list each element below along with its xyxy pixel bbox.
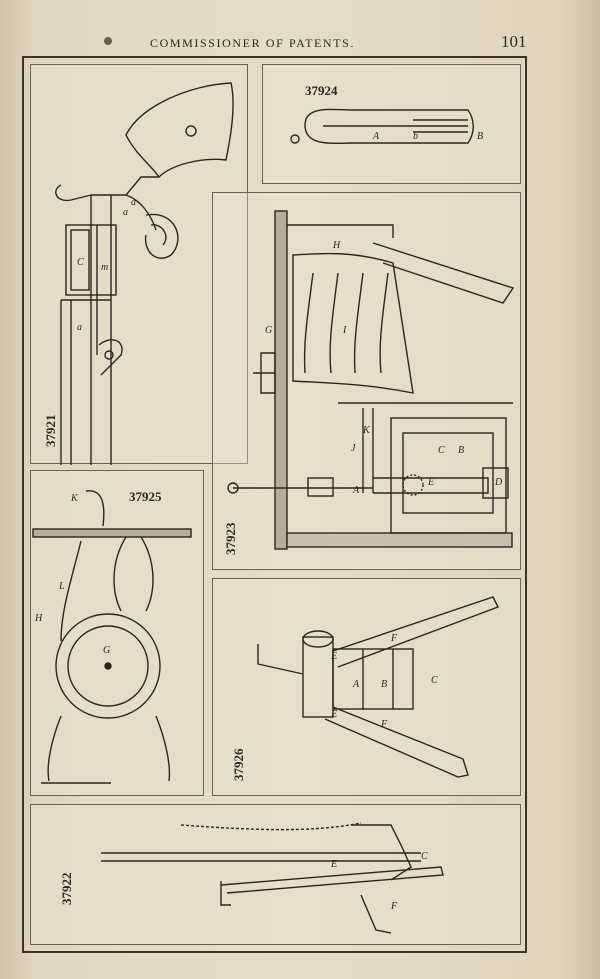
fig-37924-label: B	[477, 131, 483, 142]
clamp-drawing: E F A B C E F	[257, 596, 499, 778]
figure-37926: E F A B C E F 37926	[212, 578, 521, 796]
running-head: COMMISSIONER OF PATENTS. 101	[0, 30, 600, 56]
fig-37923-label: A	[352, 485, 360, 496]
fig-37923-label: E	[427, 477, 434, 488]
figure-37924: A b B 37924	[262, 64, 521, 184]
fig-37923-label: D	[494, 477, 503, 488]
fig-37921-label: a	[77, 322, 82, 333]
fig-37924-label: A	[372, 131, 380, 142]
figure-number: 37921	[43, 414, 58, 448]
fig-37925-label: H	[34, 613, 43, 624]
engraving-plate: a a C m a 37921 A b	[22, 56, 527, 953]
fig-37926-label: E	[330, 709, 337, 720]
tube-drawing: A b B	[290, 108, 483, 144]
figure-number: 37924	[305, 83, 338, 98]
fig-37922-label: E	[330, 859, 337, 870]
fig-37926-label: A	[352, 679, 360, 690]
page-number: 101	[501, 32, 527, 51]
fig-37925-label: K	[70, 493, 79, 504]
fig-37921-label: C	[77, 257, 84, 268]
fig-37926-label: F	[380, 719, 388, 730]
fig-37922-label: F	[390, 901, 398, 912]
figure-number: 37926	[231, 748, 246, 782]
figure-37923: H I G K J C B E D A 37923	[212, 192, 521, 570]
table-machine-drawing: K L H G	[32, 490, 192, 784]
running-head-title: COMMISSIONER OF PATENTS.	[150, 36, 355, 50]
fig-37925-label: L	[58, 581, 65, 592]
fig-37926-label: C	[431, 675, 438, 686]
fig-37925-label: G	[103, 645, 110, 656]
fig-37926-label: B	[381, 679, 387, 690]
fig-37923-label: G	[265, 325, 272, 336]
fig-37921-label: a	[131, 197, 136, 208]
fig-37924-label: b	[413, 131, 418, 142]
fig-37921-label: a	[123, 207, 128, 218]
fig-37923-label: C	[438, 445, 445, 456]
fig-37923-label: I	[342, 325, 347, 336]
fig-37923-label: B	[458, 445, 464, 456]
figure-37925: K L H G 37925	[30, 470, 204, 796]
fig-37923-label: J	[351, 443, 356, 454]
figure-number: 37923	[223, 522, 238, 556]
fig-37921-label: m	[101, 262, 108, 273]
figure-number: 37925	[129, 489, 162, 504]
apparatus-drawing: H I G K J C B E D A	[227, 210, 515, 550]
ink-mark	[104, 37, 112, 45]
figure-number: 37922	[59, 872, 74, 906]
fig-37926-label: F	[390, 633, 398, 644]
fig-37923-label: K	[362, 425, 371, 436]
fig-37923-label: H	[332, 240, 341, 251]
fig-37922-label: C	[421, 851, 428, 862]
revolver-drawing: a a C m a	[55, 82, 234, 465]
fig-37926-label: E	[330, 651, 337, 662]
figure-37921: a a C m a 37921	[30, 64, 248, 465]
bottom-device-drawing: E C F	[101, 822, 444, 934]
figure-37922: E C F 37922	[30, 804, 521, 945]
